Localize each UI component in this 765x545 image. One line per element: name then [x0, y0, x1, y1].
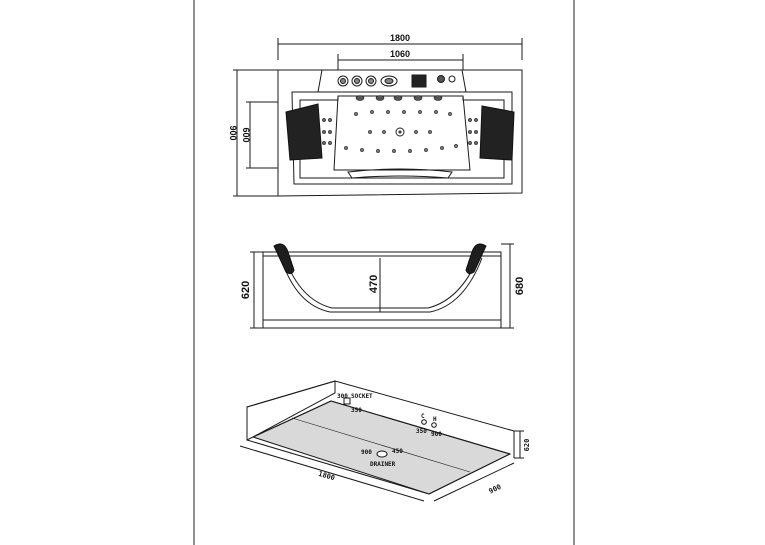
floor-width-label: 900 [488, 483, 503, 496]
side-view [250, 243, 514, 329]
side-pillow-left-icon [273, 243, 295, 275]
cold-label: C [421, 413, 425, 420]
drain-y-label: 450 [392, 448, 403, 455]
install-view [239, 380, 524, 502]
dim-1060-label: 1060 [390, 49, 410, 59]
basin-profile [280, 257, 483, 313]
side-skirt [262, 251, 502, 329]
bottom-armrest [347, 168, 453, 179]
dim-900-label: 900 [228, 125, 238, 140]
deck-jets [355, 95, 443, 101]
control-knobs [337, 74, 456, 88]
cold-water-icon [421, 419, 427, 425]
drain-x-label: 900 [361, 449, 372, 456]
dim-680-label: 680 [514, 277, 526, 295]
socket-y-label: 350 [351, 407, 362, 414]
side-jets [321, 117, 479, 146]
hot-water-icon [431, 422, 437, 428]
pillow-right-icon [479, 105, 515, 161]
drainer-icon [376, 450, 388, 458]
wall-height-label: 620 [523, 439, 531, 452]
dim-line-floor-width [433, 462, 515, 502]
top-view [233, 38, 523, 197]
floor-jets [343, 109, 459, 154]
dim-470-label: 470 [368, 275, 380, 293]
drainer-label: DRAINER [370, 461, 396, 468]
floor-length-label: 1800 [317, 470, 335, 482]
dim-1800-label: 1800 [390, 33, 410, 43]
socket-label: SOCKET [351, 393, 373, 400]
dim-600-label: 600 [241, 127, 251, 142]
tub-basin [299, 95, 505, 179]
dim-line-floor-length [239, 445, 425, 502]
water-x-label: 350 [416, 428, 427, 435]
hot-label: H [433, 416, 437, 423]
side-pillow-right-icon [465, 243, 487, 275]
water-y-label: 900 [431, 431, 442, 438]
socket-icon [343, 397, 351, 405]
dim-620-label: 620 [240, 281, 252, 299]
pillow-left-icon [285, 103, 323, 161]
socket-x-label: 300 [337, 393, 348, 400]
